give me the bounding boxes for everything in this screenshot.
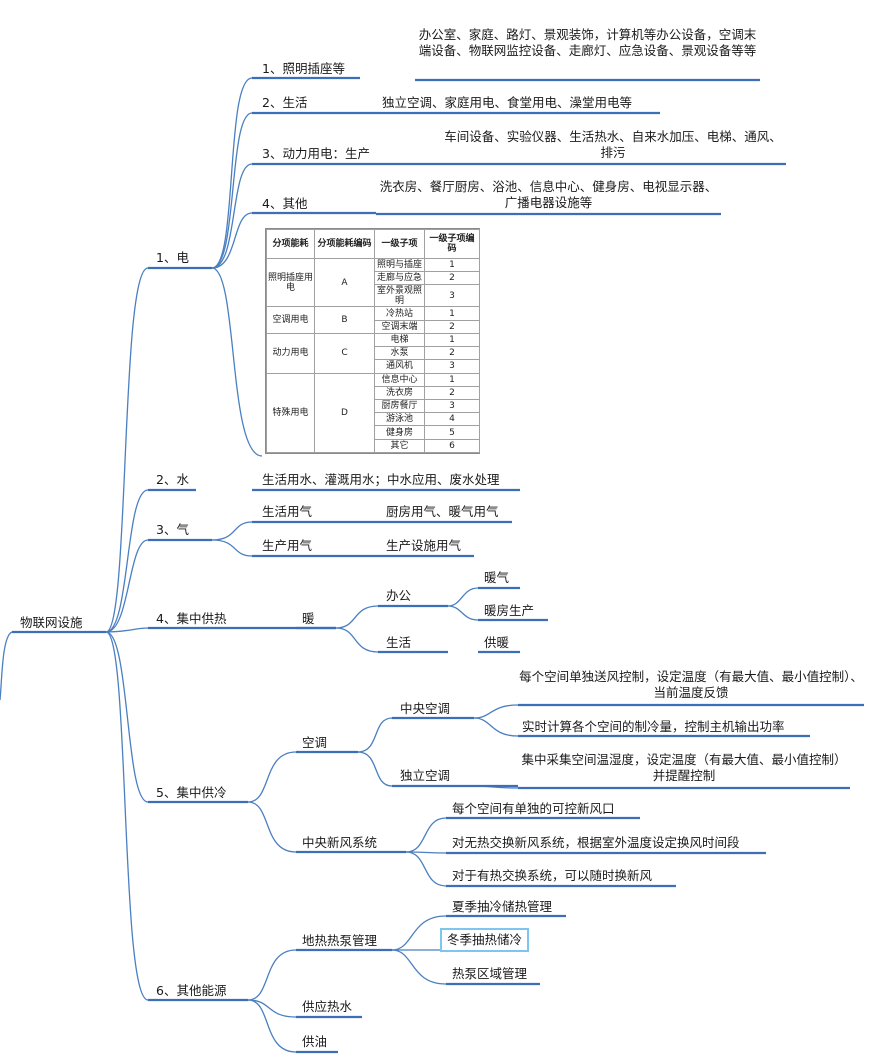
node-oil-supply[interactable]: 供油 [302, 1034, 328, 1049]
node-living-detail[interactable]: 独立空调、家庭用电、食堂用电、澡堂用电等 [382, 95, 633, 110]
table-cell-item: 照明与插座 [374, 257, 425, 273]
table-cell-group: 特殊用电 [266, 372, 315, 454]
table-cell-item-code: 1 [424, 332, 480, 348]
node-heating-life[interactable]: 生活 [386, 635, 412, 650]
branch-water[interactable]: 2、水 [156, 472, 189, 487]
table-cell-item: 健身房 [374, 425, 425, 440]
table-cell-item-code: 3 [424, 398, 480, 414]
node-hot-water-supply[interactable]: 供应热水 [302, 999, 353, 1014]
table-row: 其它 6 [267, 438, 480, 454]
node-air-conditioning[interactable]: 空调 [302, 735, 328, 750]
node-fresh-air-system[interactable]: 中央新风系统 [302, 835, 378, 850]
table-row: 走廊与应急 2 [267, 271, 480, 286]
table-row: 照明插座用电 A 照明与插座 1 [266, 257, 480, 308]
table-row: 洗衣房 2 [267, 385, 480, 400]
table-header: 一级子项编码 [424, 229, 480, 259]
table-cell-item: 室外景观照明 [374, 284, 425, 308]
node-winter-storage[interactable]: 冬季抽热储冷 [439, 928, 530, 952]
table-row: 特殊用电 D 信息中心 1 [266, 372, 480, 454]
node-central-ac[interactable]: 中央空调 [400, 701, 451, 716]
node-fresh-air-detail-b[interactable]: 对无热交换新风系统，根据室外温度设定换风时间段 [452, 835, 740, 850]
node-other-electric-detail[interactable]: 洗衣房、餐厅厨房、浴池、信息中心、健身房、电视显示器、广播电器设施等 [379, 179, 718, 210]
table-cell-code: C [314, 332, 375, 374]
node-lighting-detail[interactable]: 办公室、家庭、路灯、景观装饰，计算机等办公设备，空调末端设备、物联网监控设备、走… [418, 27, 757, 58]
root-node[interactable]: 物联网设施 [20, 615, 83, 630]
table-cell-item: 信息中心 [374, 372, 425, 387]
node-central-ac-detail-a[interactable]: 每个空间单独送风控制，设定温度（有最大值、最小值控制）、当前温度反馈 [519, 669, 863, 700]
table-header: 分项能耗编码 [314, 229, 375, 259]
table-cell-item: 走廊与应急 [374, 271, 425, 286]
table-cell-item-code: 1 [424, 257, 480, 273]
table-cell-group: 照明插座用电 [266, 257, 315, 308]
node-water-detail[interactable]: 生活用水、灌溉用水；中水应用、废水处理 [262, 472, 500, 487]
node-living-gas-detail[interactable]: 厨房用气、暖气用气 [386, 504, 499, 519]
table-cell-group: 空调用电 [266, 306, 315, 334]
node-warm[interactable]: 暖 [302, 611, 315, 626]
table-row: 室外景观照明 3 [267, 284, 480, 308]
node-independent-ac-detail[interactable]: 集中采集空间温湿度，设定温度（有最大值、最小值控制）并提醒控制 [521, 752, 847, 783]
table-cell-item-code: 3 [424, 284, 480, 308]
node-other-electric[interactable]: 4、其他 [262, 196, 308, 211]
table-row: 厨房餐厅 3 [267, 398, 480, 414]
node-independent-ac[interactable]: 独立空调 [400, 768, 451, 783]
node-heating-office[interactable]: 办公 [386, 588, 412, 603]
table-cell-group: 动力用电 [266, 332, 315, 374]
node-fresh-air-detail-a[interactable]: 每个空间有单独的可控新风口 [452, 801, 615, 816]
table-cell-item-code: 4 [424, 412, 480, 427]
node-greenhouse[interactable]: 暖房生产 [484, 603, 535, 618]
node-power-detail[interactable]: 车间设备、实验仪器、生活热水、自来水加压、电梯、通风、排污 [444, 129, 782, 160]
table-cell-item-code: 1 [424, 372, 480, 387]
branch-heating[interactable]: 4、集中供热 [156, 611, 227, 626]
table-cell-code: D [314, 372, 375, 454]
energy-code-table: 分项能耗 分项能耗编码 一级子项 一级子项编码 照明插座用电 A 照明与插座 1… [265, 228, 480, 454]
table-cell-code: A [314, 257, 375, 308]
table-row: 动力用电 C 电梯 1 [266, 332, 480, 374]
branch-electricity[interactable]: 1、电 [156, 250, 189, 265]
node-heat-pump-zone[interactable]: 热泵区域管理 [452, 966, 528, 981]
table-cell-item: 厨房餐厅 [374, 398, 425, 414]
table-header: 一级子项 [374, 229, 425, 259]
table-cell-item-code: 3 [424, 359, 480, 374]
node-heat-supply[interactable]: 供暖 [484, 635, 510, 650]
table-cell-item-code: 6 [424, 438, 480, 454]
table-cell-item-code: 2 [424, 385, 480, 400]
table-cell-item-code: 5 [424, 425, 480, 440]
node-power-production[interactable]: 3、动力用电：生产 [262, 146, 370, 161]
node-central-ac-detail-b[interactable]: 实时计算各个空间的制冷量，控制主机输出功率 [522, 719, 785, 734]
table-cell-item: 洗衣房 [374, 385, 425, 400]
table-cell-item-code: 2 [424, 346, 480, 361]
node-production-gas-detail[interactable]: 生产设施用气 [386, 538, 462, 553]
table-cell-item: 电梯 [374, 332, 425, 348]
node-fresh-air-detail-c[interactable]: 对于有热交换系统，可以随时换新风 [452, 868, 653, 883]
table-cell-item: 水泵 [374, 346, 425, 361]
table-cell-item-code: 1 [424, 306, 480, 321]
node-summer-storage[interactable]: 夏季抽冷储热管理 [452, 899, 553, 914]
table-cell-item: 其它 [374, 438, 425, 454]
node-geothermal-heat-pump[interactable]: 地热热泵管理 [302, 933, 378, 948]
branch-gas[interactable]: 3、气 [156, 522, 189, 537]
node-office-heating[interactable]: 暖气 [484, 570, 510, 585]
table-cell-item: 游泳池 [374, 412, 425, 427]
table-header-row: 分项能耗 分项能耗编码 一级子项 一级子项编码 [266, 229, 480, 259]
node-living[interactable]: 2、生活 [262, 95, 308, 110]
branch-other-energy[interactable]: 6、其他能源 [156, 983, 227, 998]
node-living-gas[interactable]: 生活用气 [262, 504, 313, 519]
table-cell-item-code: 2 [424, 271, 480, 286]
node-lighting-sockets[interactable]: 1、照明插座等 [262, 61, 345, 76]
table-cell-item: 冷热站 [374, 306, 425, 321]
table-cell-item: 空调末端 [374, 319, 425, 334]
table-cell-item-code: 2 [424, 319, 480, 334]
branch-cooling[interactable]: 5、集中供冷 [156, 785, 227, 800]
node-production-gas[interactable]: 生产用气 [262, 538, 313, 553]
table-row: 空调用电 B 冷热站 1 [266, 306, 480, 334]
table-cell-item: 通风机 [374, 359, 425, 374]
table-row: 游泳池 4 [267, 412, 480, 427]
table-header: 分项能耗 [266, 229, 315, 259]
table-cell-code: B [314, 306, 375, 334]
